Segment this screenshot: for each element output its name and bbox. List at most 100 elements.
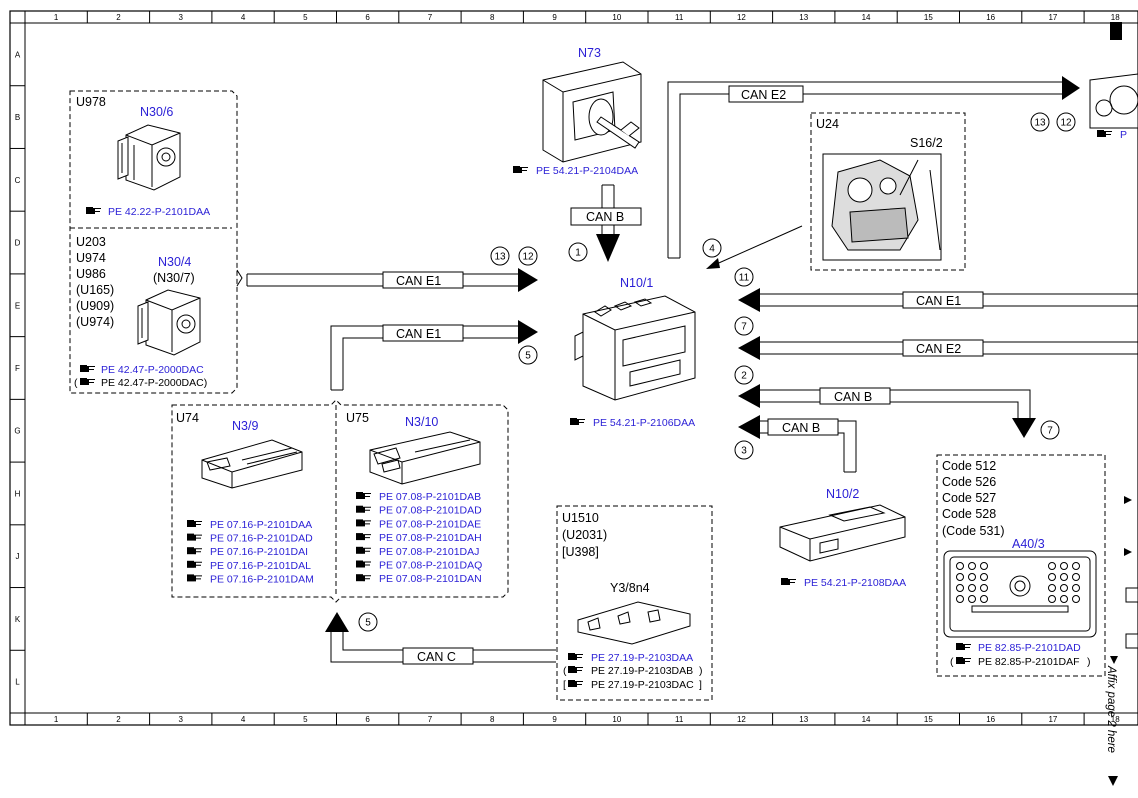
marker-m4: 4: [709, 244, 715, 255]
reference-code: PE 07.08-P-2101DAE: [379, 518, 481, 530]
column-label: 5: [303, 715, 308, 724]
row-label: H: [15, 489, 21, 498]
a40-3-label: A40/3: [1012, 537, 1045, 551]
n30-4-alt-label: (N30/7): [153, 271, 195, 285]
bus-arrowheads: [325, 76, 1080, 632]
column-label: 8: [490, 13, 495, 22]
y3-ref-3-open: [: [563, 679, 566, 691]
right-edge-fragments: Affix page 2 here: [1105, 22, 1138, 786]
reference-code: PE 07.16-P-2101DAI: [210, 546, 308, 558]
column-label: 17: [1048, 13, 1057, 22]
a40-3-code-2: Code 526: [942, 475, 996, 489]
n30-4-code-1: U203: [76, 235, 106, 249]
n30-4-code-5: (U909): [76, 299, 114, 313]
column-label: 16: [986, 715, 995, 724]
column-label: 3: [179, 13, 184, 22]
y3-8n4-label: Y3/8n4: [610, 581, 650, 595]
column-label: 17: [1048, 715, 1057, 724]
y3-ref-1: PE 27.19-P-2103DAA: [591, 652, 693, 664]
reference-code: PE 07.08-P-2101DAB: [379, 491, 481, 503]
column-label: 7: [428, 13, 433, 22]
can-e1-right-label: CAN E1: [916, 294, 961, 308]
row-label: G: [14, 427, 20, 436]
column-label: 1: [54, 715, 59, 724]
hydraulic-unit-n30-6-drawing: [117, 124, 181, 191]
column-label: 18: [1111, 715, 1120, 724]
marker-m12b: 12: [1060, 118, 1072, 129]
n10-2-label: N10/2: [826, 487, 859, 501]
n10-1-label: N10/1: [620, 276, 653, 290]
can-b-right2-label: CAN B: [782, 421, 820, 435]
column-label: 14: [862, 715, 871, 724]
a40-3-ref-2-close: ): [1087, 656, 1091, 668]
column-label: 4: [241, 13, 246, 22]
reference-code: PE 07.08-P-2101DAD: [379, 505, 482, 517]
column-label: 14: [862, 13, 871, 22]
n10-1-ref: PE 54.21-P-2106DAA: [593, 417, 695, 429]
s16-2-label: S16/2: [910, 136, 943, 150]
marker-m13a: 13: [494, 252, 506, 263]
column-label: 6: [365, 715, 370, 724]
marker-m12a: 12: [522, 252, 534, 263]
n73-ref: PE 54.21-P-2104DAA: [536, 165, 638, 177]
column-label: 16: [986, 13, 995, 22]
row-label: D: [15, 239, 21, 248]
a40-3-code-3: Code 527: [942, 491, 996, 505]
can-e2-right-label: CAN E2: [916, 342, 961, 356]
ecu-n3-10-drawing: [369, 431, 481, 485]
reference-code: PE 07.08-P-2101DAN: [379, 573, 482, 585]
rear-sam-drawing: [779, 504, 906, 562]
y3-ref-2-open: (: [563, 665, 567, 677]
u24-code: U24: [816, 117, 839, 131]
reference-code: PE 07.16-P-2101DAA: [210, 519, 312, 531]
marker-m5b: 5: [365, 618, 371, 629]
n30-4-ref2: PE 42.47-P-2000DAC): [101, 377, 207, 389]
drawing-frame: 1122334455667788991010111112121313141415…: [9, 10, 1138, 726]
steering-column-switch-group: U24 S16/2: [706, 112, 966, 271]
row-label: F: [15, 364, 20, 373]
can-b-right1-label: CAN B: [834, 390, 872, 404]
reference-code: PE 07.08-P-2101DAJ: [379, 546, 479, 558]
n30-4-code-3: U986: [76, 267, 106, 281]
column-label: 12: [737, 13, 746, 22]
rear-sam-group: N10/2 PE 54.21-P-2108DAA: [779, 487, 906, 589]
can-c-label: CAN C: [417, 650, 456, 664]
n30-4-code-4: (U165): [76, 283, 114, 297]
sam-module-drawing: [574, 295, 696, 401]
marker-m1: 1: [575, 248, 581, 259]
n30-4-ref2-bracket: (: [74, 377, 78, 389]
column-ruler: 1122334455667788991010111112121313141415…: [24, 11, 1120, 725]
column-label: 11: [675, 715, 684, 724]
cluster-ref: P: [1120, 129, 1127, 141]
column-label: 15: [924, 13, 933, 22]
n30-4-ref: PE 42.47-P-2000DAC: [101, 364, 204, 376]
a40-3-code-1: Code 512: [942, 459, 996, 473]
sam-module-group: N10/1 PE 54.21-P-2106DAA: [570, 276, 696, 429]
n30-4-code-2: U974: [76, 251, 106, 265]
valve-body-drawing: [577, 601, 691, 645]
row-label: E: [15, 301, 20, 310]
column-label: 11: [675, 13, 684, 22]
column-label: 18: [1111, 13, 1120, 22]
column-label: 2: [116, 13, 121, 22]
a40-3-ref-1: PE 82.85-P-2101DAD: [978, 642, 1081, 654]
n73-label: N73: [578, 46, 601, 60]
column-label: 6: [365, 13, 370, 22]
column-label: 13: [799, 13, 808, 22]
can-e2-top-label: CAN E2: [741, 88, 786, 102]
can-e1-lower-label: CAN E1: [396, 327, 441, 341]
ignition-switch-drawing: [542, 61, 642, 163]
column-label: 15: [924, 715, 933, 724]
can-b-n73-label: CAN B: [586, 210, 624, 224]
u978-code: U978: [76, 95, 106, 109]
reference-code: PE 07.16-P-2101DAM: [210, 573, 314, 585]
row-label: C: [15, 176, 21, 185]
a40-3-code-5: (Code 531): [942, 524, 1005, 538]
comand-unit-group: Code 512 Code 526 Code 527 Code 528 (Cod…: [936, 454, 1106, 677]
transmission-control-group: U1510 (U2031) [U398] Y3/8n4 PE 27.19-P-2…: [556, 505, 713, 701]
u978-ref: PE 42.22-P-2101DAA: [108, 206, 210, 218]
n3-10-label: N3/10: [405, 415, 438, 429]
